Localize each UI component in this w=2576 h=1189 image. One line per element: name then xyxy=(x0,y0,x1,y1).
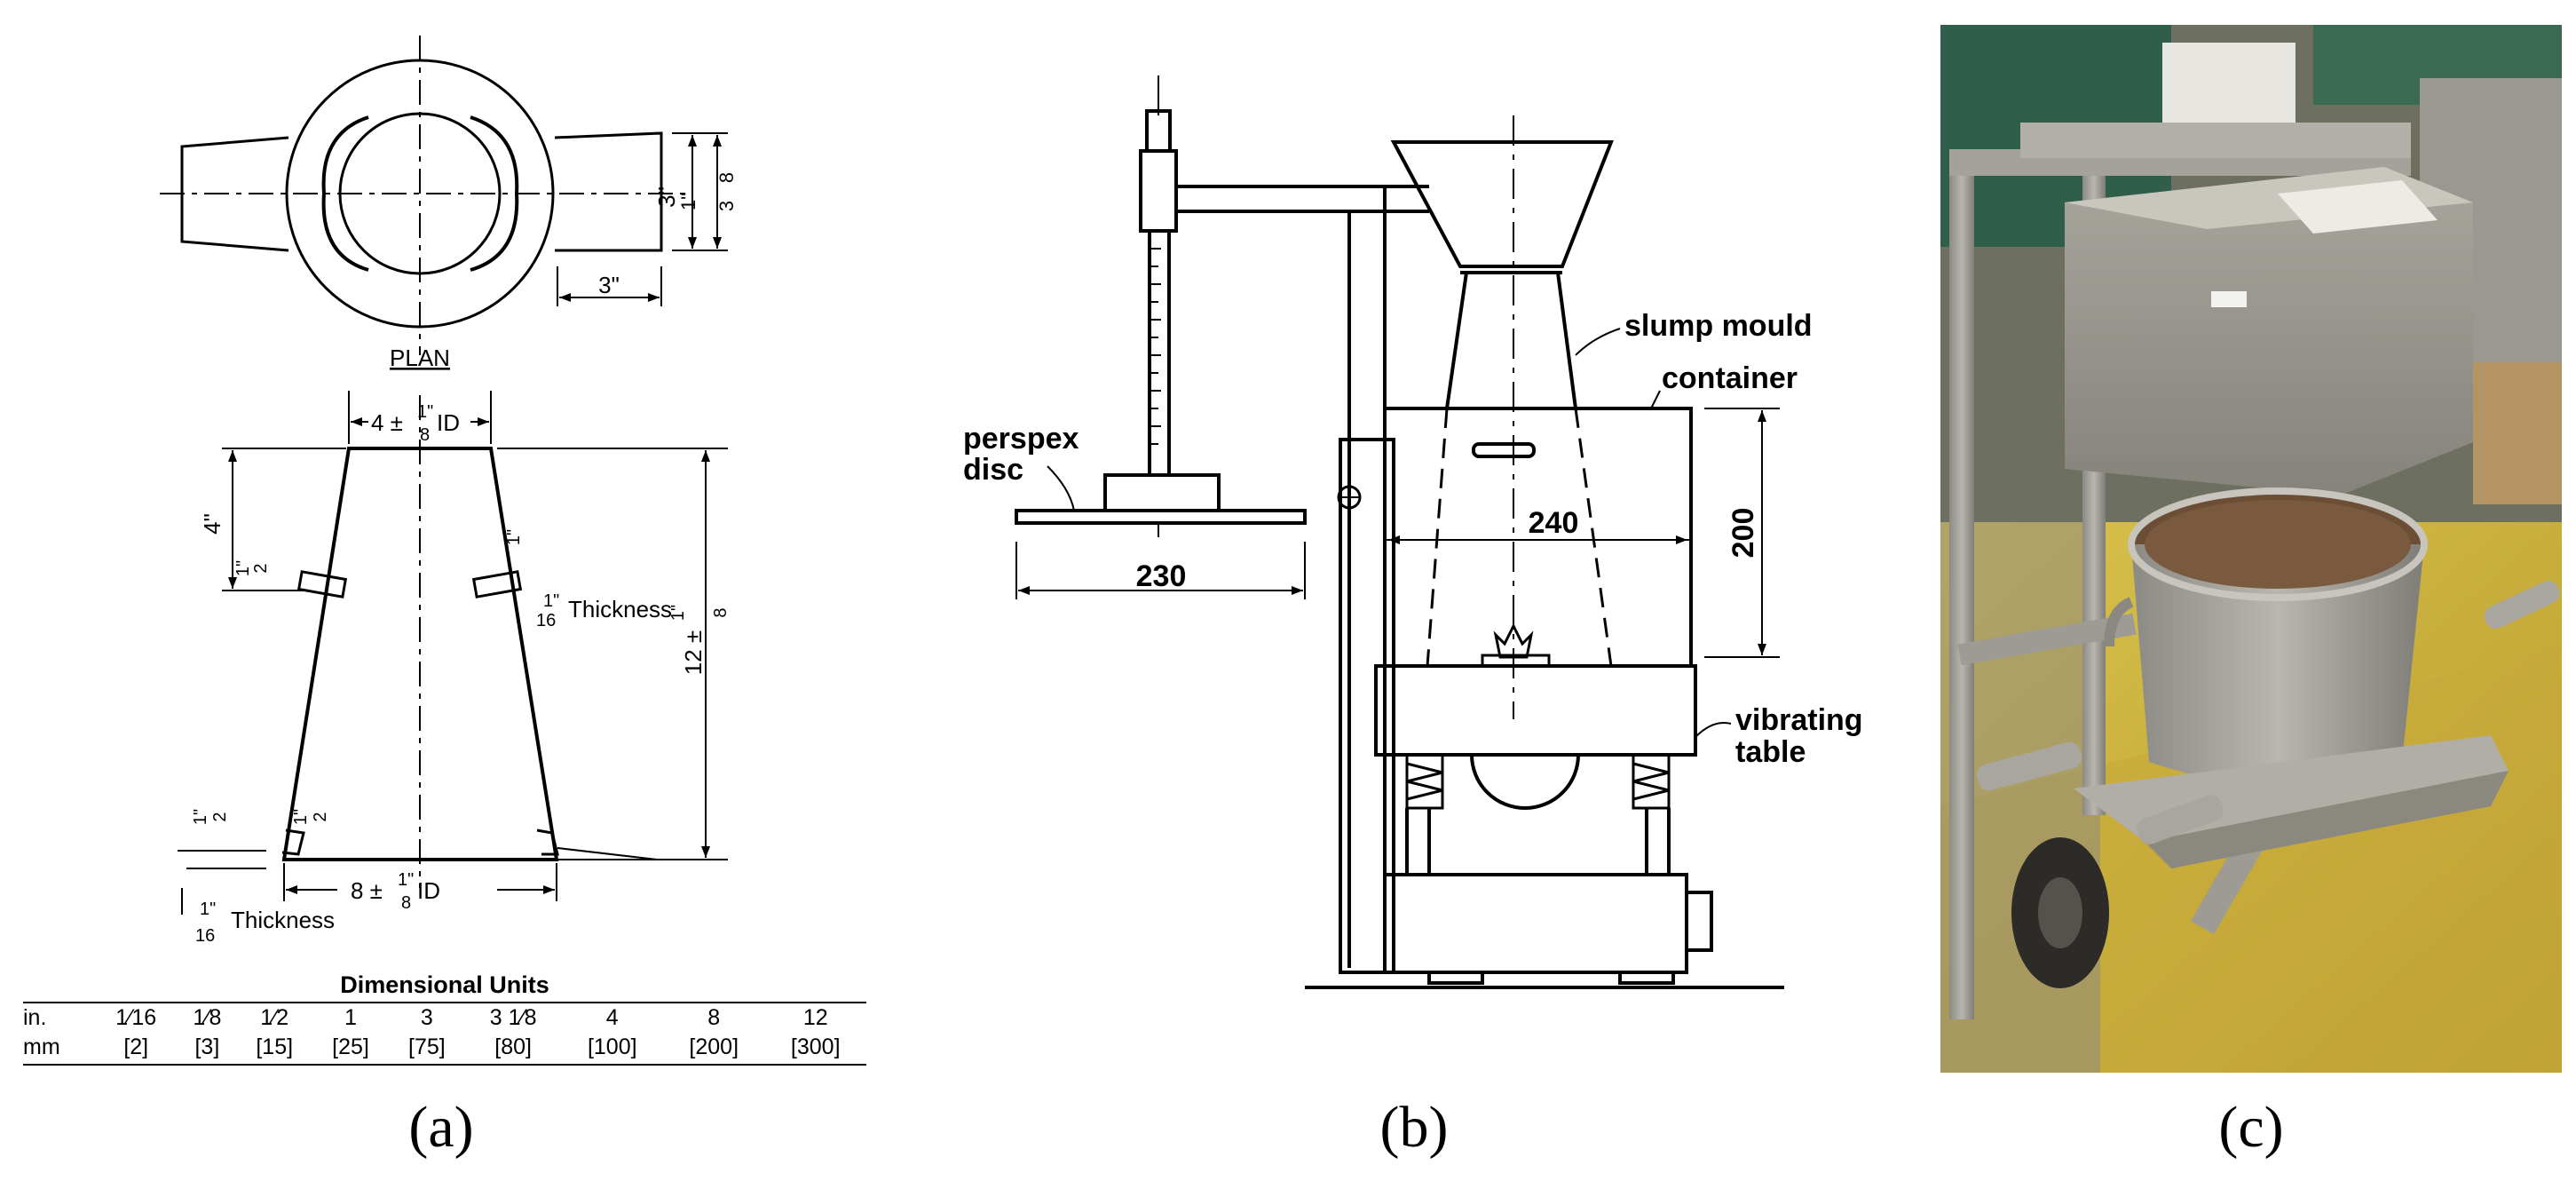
units-cell: 1⁄2 xyxy=(260,1005,289,1030)
dim-230: 230 xyxy=(1136,559,1187,593)
vibrator-motor xyxy=(1470,754,1580,810)
units-cell: [25] xyxy=(332,1034,369,1059)
units-cell: 1⁄16 xyxy=(115,1005,157,1030)
top-id-frac-den: 8 xyxy=(420,425,430,445)
caption-a: (a) xyxy=(408,1095,474,1160)
apparatus-base xyxy=(1383,873,1688,974)
units-row-label: in. xyxy=(23,1005,47,1030)
vibrating-label-line1: vibrating xyxy=(1735,703,1863,737)
foot-right-half-num: 1" xyxy=(291,809,311,825)
units-cell: [2] xyxy=(123,1034,149,1059)
units-cell: 3 1⁄8 xyxy=(489,1005,537,1030)
perspex-label-line1: perspex xyxy=(963,422,1079,456)
units-cell: [80] xyxy=(494,1034,532,1059)
dim-240: 240 xyxy=(1529,506,1579,540)
units-row-inches: in. 1⁄16 1⁄8 1⁄2 1 3 3 1⁄8 4 8 12 xyxy=(23,1003,866,1033)
handle-width-dim: 3" xyxy=(598,272,620,298)
plan-label: PLAN xyxy=(390,345,450,371)
vebe-apparatus-photo xyxy=(1940,25,2562,1073)
handle-depth-alt-whole: 3 xyxy=(715,201,738,211)
units-cell: [300] xyxy=(790,1034,841,1059)
units-table: in. 1⁄16 1⁄8 1⁄2 1 3 3 1⁄8 4 8 12 mm [2]… xyxy=(23,1003,866,1062)
plan-left-bracket xyxy=(321,115,369,272)
thickness-word-bottom: Thickness xyxy=(231,907,335,933)
panel-a-slump-cone-drawing: PLAN 3" 3" 1" 8 3 4 ± 1" 8 ID 4" 1" 2 1"… xyxy=(0,0,888,1092)
left-handle xyxy=(296,570,348,598)
units-cell: 1 xyxy=(344,1005,357,1030)
dim-200: 200 xyxy=(1727,508,1760,559)
right-foot-tab xyxy=(536,828,559,856)
units-cell: 8 xyxy=(707,1005,721,1030)
units-cell: 1⁄8 xyxy=(193,1005,222,1030)
units-cell: [3] xyxy=(194,1034,220,1059)
units-cell: [15] xyxy=(256,1034,294,1059)
funnel xyxy=(1390,140,1614,268)
handle-depth-dim: 3" xyxy=(653,186,680,208)
right-handle-one-inch: 1" xyxy=(504,529,524,545)
units-row-label: mm xyxy=(23,1034,60,1059)
perspex-label-line2: disc xyxy=(963,453,1023,487)
caption-c: (c) xyxy=(2218,1095,2284,1160)
units-cell: [200] xyxy=(689,1034,739,1059)
units-table-title: Dimensional Units xyxy=(340,971,549,998)
perspex-disc xyxy=(1015,509,1307,525)
units-cell: 12 xyxy=(802,1005,828,1030)
handle-half-num: 1" xyxy=(233,560,253,576)
handle-offset-dim: 4" xyxy=(199,513,225,535)
handle-depth-alt-den: 8 xyxy=(715,172,738,183)
units-cell: [75] xyxy=(408,1034,446,1059)
thickness-word-top: Thickness xyxy=(568,596,672,622)
foot-left-half-num: 1" xyxy=(191,809,210,825)
foot-right-half-den: 2 xyxy=(311,812,330,821)
units-table-top-rule xyxy=(23,1002,866,1003)
top-id-label: 4 ± xyxy=(371,409,403,436)
right-handle xyxy=(471,570,523,598)
top-id-suffix: ID xyxy=(437,409,460,436)
height-label: 12 ± xyxy=(680,630,707,675)
panel-c-apparatus-photo xyxy=(1940,25,2562,1073)
thickness-num-top: 1" xyxy=(543,591,559,611)
switch-box xyxy=(1685,891,1713,952)
top-id-frac-num: 1" xyxy=(417,402,433,422)
left-foot-tab xyxy=(281,828,305,856)
vibrating-table-top xyxy=(1374,664,1697,757)
height-frac-den: 8 xyxy=(711,607,731,617)
container-clamp xyxy=(1493,622,1534,659)
thickness-den-top: 16 xyxy=(536,611,556,630)
swivel-arm xyxy=(1176,185,1387,213)
slump-cone-technical-drawing: PLAN 3" 3" 1" 8 3 4 ± 1" 8 ID 4" 1" 2 1"… xyxy=(160,36,738,946)
rod-clamp xyxy=(1139,149,1178,233)
bottom-id-frac-num: 1" xyxy=(398,870,414,890)
caption-b: (b) xyxy=(1379,1095,1449,1160)
handle-half-den: 2 xyxy=(251,563,271,573)
slump-mould-label: slump mould xyxy=(1624,309,1813,343)
vibrating-label-line2: table xyxy=(1735,735,1806,769)
container-label: container xyxy=(1662,361,1798,395)
disc-hub xyxy=(1103,473,1221,512)
bottom-id-suffix: ID xyxy=(417,877,440,904)
thickness-den-bottom: 16 xyxy=(195,926,215,946)
height-frac-num: 1" xyxy=(668,605,688,621)
bottom-id-label: 8 ± xyxy=(351,877,383,904)
plan-right-foot xyxy=(554,131,663,252)
panel-b-vebe-apparatus-drawing: perspex disc slump mould container vibra… xyxy=(959,0,1900,1021)
bottom-id-frac-den: 8 xyxy=(401,893,411,913)
units-cell: 4 xyxy=(605,1005,619,1030)
units-row-mm: mm [2] [3] [15] [25] [75] [80] [100] [20… xyxy=(23,1033,866,1062)
rod-top xyxy=(1145,109,1172,153)
handle-depth-alt-num: 1" xyxy=(677,193,699,210)
units-cell: 3 xyxy=(420,1005,433,1030)
thickness-num-bottom: 1" xyxy=(200,900,216,919)
vebe-apparatus-diagram: perspex disc slump mould container vibra… xyxy=(963,75,1863,989)
graduated-rod xyxy=(1148,229,1171,477)
container-slot xyxy=(1472,442,1536,458)
slump-mould xyxy=(1444,271,1578,410)
units-table-bottom-rule xyxy=(23,1064,866,1066)
support-post xyxy=(1339,438,1395,974)
units-cell: [100] xyxy=(587,1034,637,1059)
foot-left-half-den: 2 xyxy=(210,812,230,821)
